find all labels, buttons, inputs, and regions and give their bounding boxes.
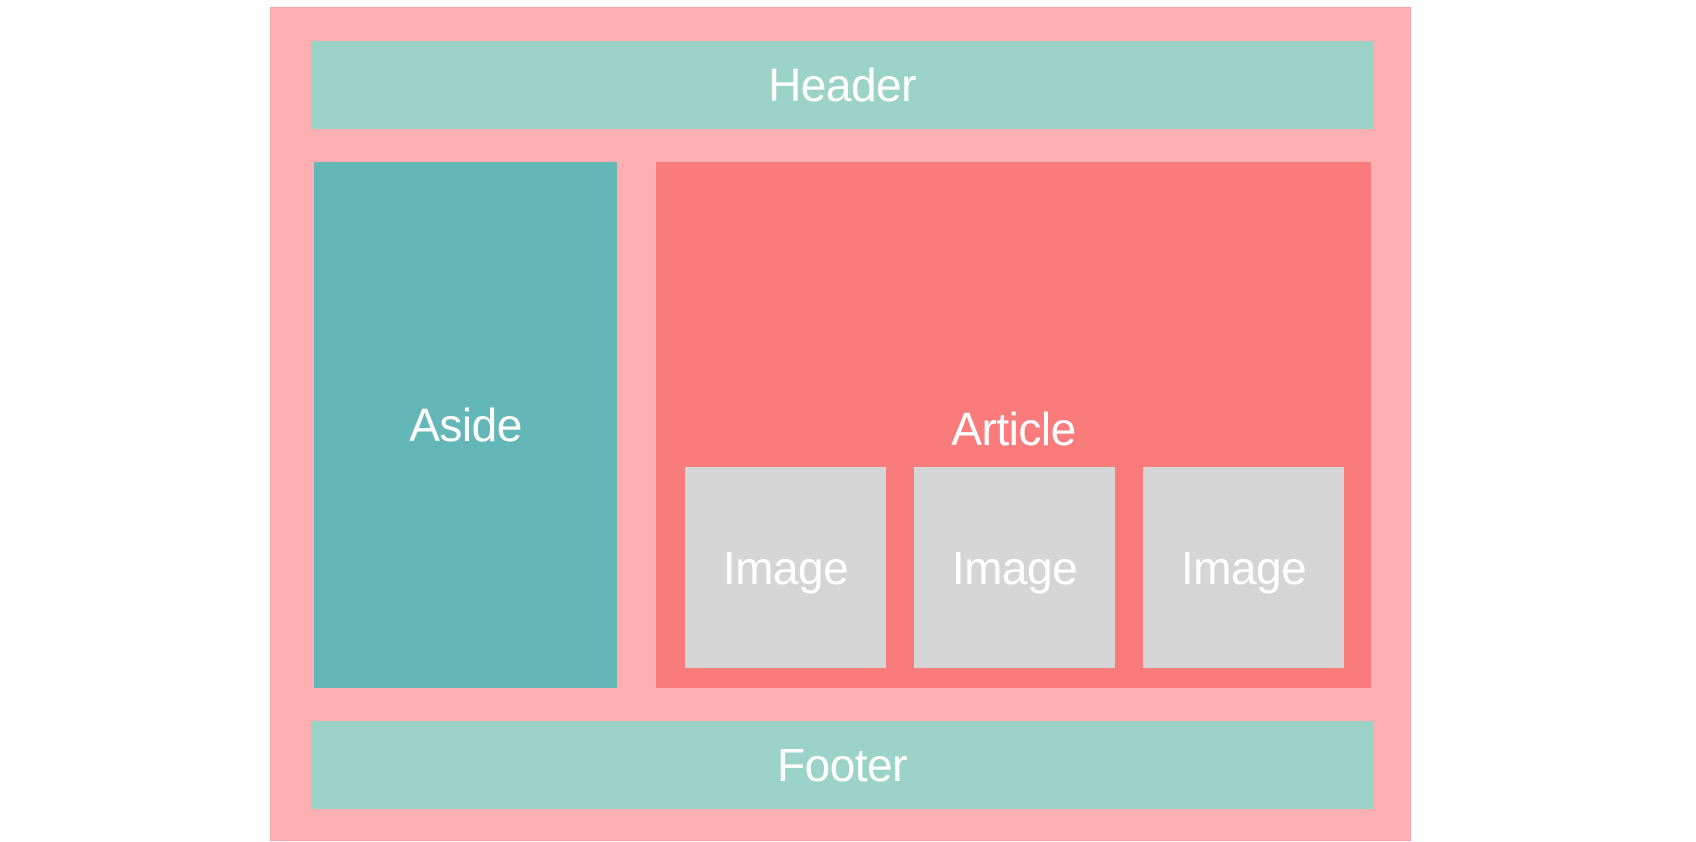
image-label: Image (1180, 541, 1307, 594)
footer-block: Footer (311, 721, 1373, 809)
header-label: Header (768, 59, 916, 111)
aside-block: Aside (314, 162, 617, 688)
article-block: Article Image Image Image (656, 162, 1371, 688)
image-label: Image (722, 541, 849, 594)
article-label: Article (951, 403, 1076, 455)
image-placeholder-1: Image (685, 467, 886, 668)
image-placeholder-2: Image (914, 467, 1115, 668)
image-label: Image (951, 541, 1078, 594)
footer-label: Footer (777, 739, 907, 791)
layout-container: Header Aside Article Image Image Image F… (270, 7, 1411, 841)
aside-label: Aside (409, 399, 522, 451)
header-block: Header (311, 41, 1373, 129)
image-placeholder-3: Image (1143, 467, 1344, 668)
